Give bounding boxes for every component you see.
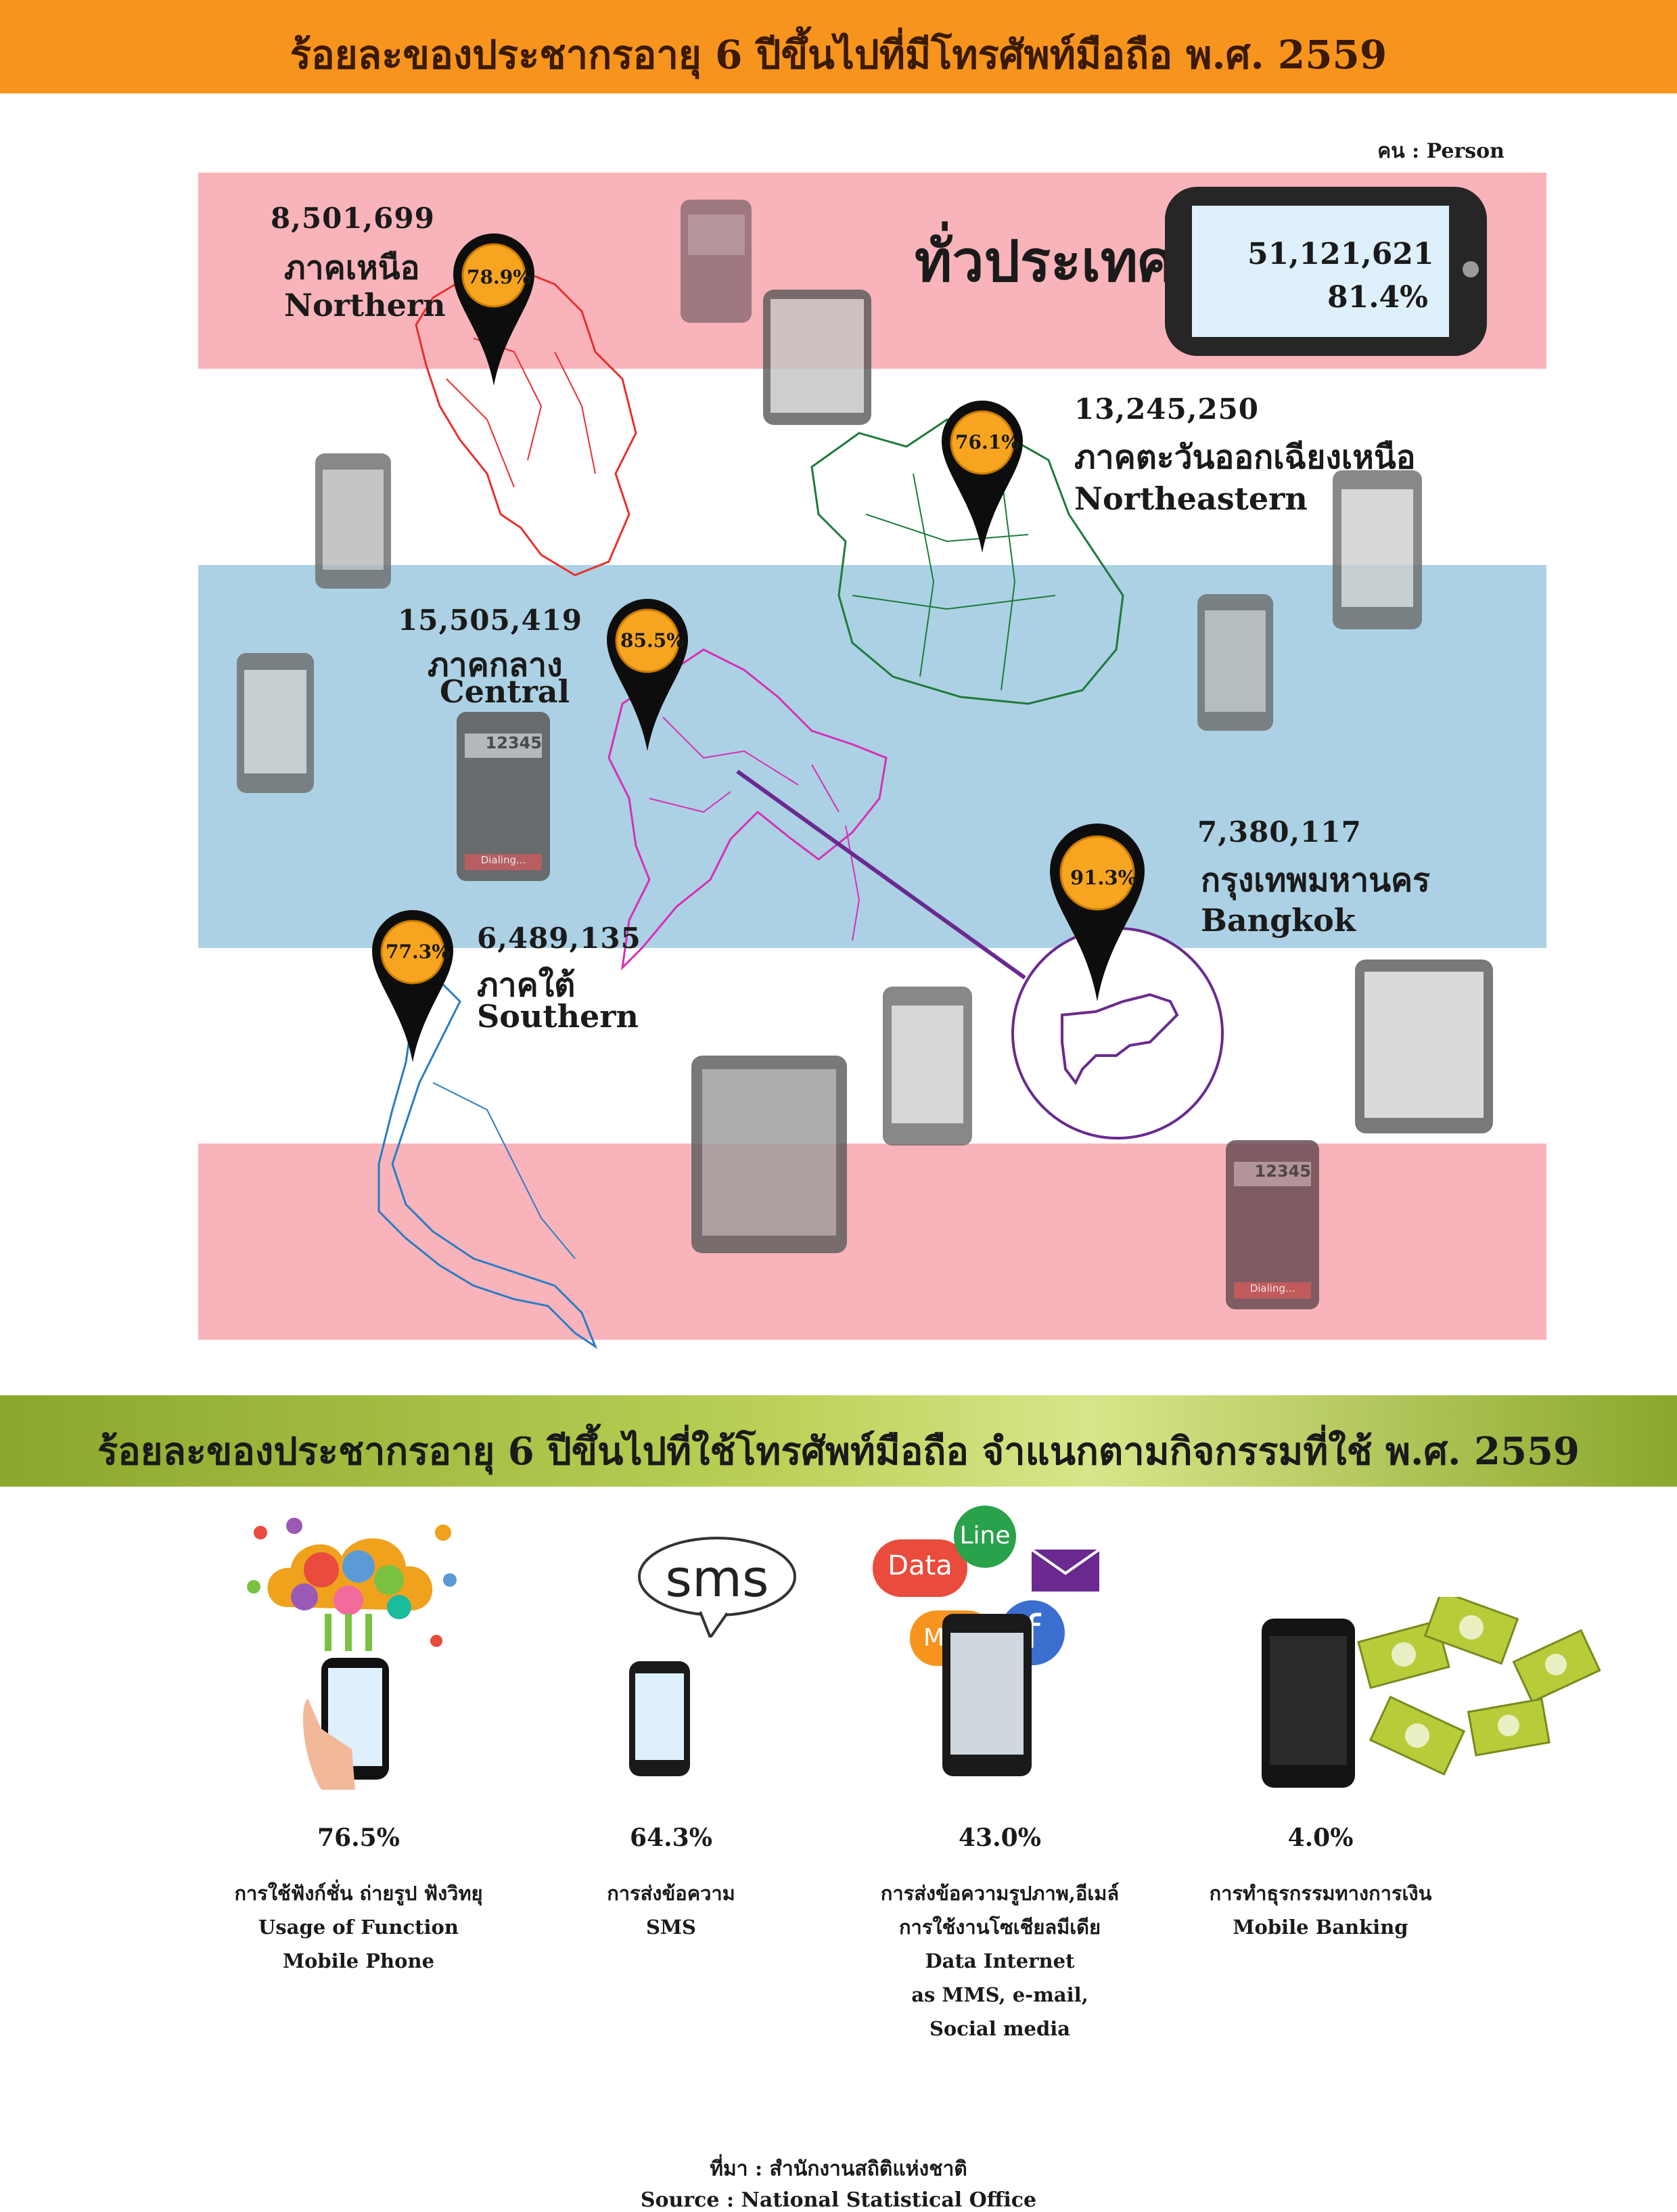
southern-region-outline — [377, 972, 598, 1349]
source-en: Source : National Statistical Office — [640, 2188, 1037, 2212]
northern-percent: 78.9% — [467, 266, 531, 288]
activity-line: Usage of Function — [258, 1916, 459, 1939]
northeastern-region-outline — [810, 418, 1124, 705]
flag-stripe-bottom — [198, 1144, 1546, 1340]
page-title: ร้อยละของประชากรอายุ 6 ปีขึ้นไปที่มีโทรศ… — [290, 32, 1387, 78]
northern-region-outline — [415, 269, 637, 577]
activity-percent: 43.0% — [959, 1824, 1041, 1852]
phone-apps-cloud-icon — [247, 1518, 457, 1790]
northern-name-en: Northern — [284, 287, 446, 323]
activity-line: Social media — [929, 2017, 1071, 2040]
northern-name-th: ภาคเหนือ — [284, 249, 420, 287]
activity-data-internet: 43.0% การส่งข้อความรูปภาพ,อีเมล์ การใช้ง… — [858, 1824, 1142, 2046]
activity-line: การทำธุรกรรมทางการเงิน — [1209, 1882, 1432, 1905]
tablet-icon — [763, 290, 871, 425]
northeastern-name-th: ภาคตะวันออกเฉียงเหนือ — [1074, 438, 1416, 476]
keypad-phone-icon: 12345 Dialing... — [1226, 1140, 1319, 1309]
activity-line: การส่งข้อความรูปภาพ,อีเมล์ — [880, 1882, 1120, 1905]
central-region-outline — [607, 648, 888, 971]
activity-line: SMS — [646, 1916, 696, 1939]
activity-line: Data Internet — [925, 1949, 1075, 1972]
section2-banner: ร้อยละของประชากรอายุ 6 ปีขึ้นไปที่ใช้โทร… — [0, 1395, 1677, 1487]
phone-icon — [1197, 594, 1273, 731]
central-count: 15,505,419 — [398, 604, 583, 637]
bangkok-connector-line — [736, 769, 1026, 980]
location-pin-icon — [372, 910, 453, 1062]
blackberry-phone-icon — [681, 200, 752, 323]
tablet-icon — [691, 1056, 847, 1253]
central-percent: 85.5% — [620, 629, 685, 652]
thailand-map — [377, 269, 1224, 1349]
dial-button: Dialing... — [465, 854, 542, 870]
bangkok-name-en: Bangkok — [1201, 902, 1356, 939]
money-bills-icon — [1357, 1597, 1601, 1776]
national-phone-icon: 51,121,621 81.4% — [1165, 187, 1487, 356]
location-pin-icon — [942, 401, 1023, 553]
home-button — [1463, 261, 1479, 277]
national-count: 51,121,621 — [1247, 237, 1434, 271]
keypad-display: 12345 — [1234, 1162, 1311, 1186]
location-pin-icon — [607, 599, 688, 751]
bangkok-count: 7,380,117 — [1197, 815, 1362, 849]
keypad-display: 12345 — [465, 733, 542, 758]
southern-percent: 77.3% — [386, 941, 450, 963]
keypad-phone-icon: 12345 Dialing... — [457, 712, 550, 881]
header-banner: ร้อยละของประชากรอายุ 6 ปีขึ้นไปที่มีโทรศ… — [0, 0, 1677, 93]
national-phone-screen: 51,121,621 81.4% — [1192, 206, 1449, 337]
smartphone-icon — [942, 1614, 1032, 1776]
bangkok-name-th: กรุงเทพมหานคร — [1201, 861, 1430, 899]
activity-line: การใช้ฟังก์ชั่น ถ่ายรูป ฟังวิทยุ — [234, 1882, 483, 1905]
northern-count: 8,501,699 — [271, 202, 435, 235]
smartphone-icon — [1262, 1619, 1355, 1788]
unit-label: คน : Person — [1377, 139, 1504, 163]
activity-percent: 76.5% — [317, 1824, 400, 1852]
activity-line: Mobile Banking — [1233, 1916, 1408, 1939]
location-pin-icon — [1050, 823, 1145, 1001]
dial-button: Dialing... — [1234, 1282, 1311, 1299]
national-label: ทั่วประเทศ — [915, 227, 1174, 294]
bangkok-percent: 91.3% — [1070, 866, 1137, 889]
southern-name-en: Southern — [477, 998, 639, 1035]
phone-icon — [315, 453, 391, 589]
location-pin-icon — [453, 233, 534, 386]
northeastern-count: 13,245,250 — [1074, 392, 1260, 426]
sms-bubble-text: sms — [665, 1548, 769, 1608]
activity-percent: 64.3% — [630, 1824, 712, 1852]
southern-name-th: ภาคใต้ — [477, 966, 576, 1004]
activity-banking: 4.0% การทำธุรกรรมทางการเงิน Mobile Banki… — [1178, 1824, 1463, 1944]
activity-line: Mobile Phone — [282, 1949, 435, 1972]
activity-line: การใช้งานโซเชียลมีเดีย — [898, 1916, 1101, 1939]
central-name-en: Central — [440, 673, 570, 710]
source-th: ที่มา : สำนักงานสถิติแห่งชาติ — [710, 2157, 967, 2181]
central-name-th: ภาคกลาง — [428, 646, 563, 684]
tablet-icon — [1355, 960, 1493, 1133]
bangkok-outline — [1061, 993, 1179, 1085]
northeastern-name-en: Northeastern — [1074, 480, 1308, 517]
southern-count: 6,489,135 — [477, 922, 641, 955]
activity-percent: 4.0% — [1287, 1824, 1354, 1852]
sms-speech-bubble-icon: sms — [636, 1536, 798, 1638]
phone-icon — [629, 1661, 690, 1776]
email-envelope-icon — [1032, 1550, 1099, 1592]
smartphone-icon — [237, 653, 314, 793]
data-cloud-badge: Data — [873, 1539, 967, 1597]
line-app-icon: Line — [954, 1506, 1016, 1568]
activity-line: as MMS, e-mail, — [911, 1983, 1088, 2006]
activity-line: การส่งข้อความ — [607, 1882, 735, 1905]
national-percent: 81.4% — [1327, 280, 1428, 315]
smartphone-icon — [883, 987, 972, 1146]
activity-function: 76.5% การใช้ฟังก์ชั่น ถ่ายรูป ฟังวิทยุ U… — [216, 1824, 501, 1978]
section2-title: ร้อยละของประชากรอายุ 6 ปีขึ้นไปที่ใช้โทร… — [97, 1429, 1580, 1474]
smartphone-icon — [1333, 470, 1422, 629]
activity-sms: 64.3% การส่งข้อความ SMS — [529, 1824, 813, 1944]
northeastern-percent: 76.1% — [955, 431, 1019, 453]
flag-stripe-middle — [198, 565, 1546, 948]
